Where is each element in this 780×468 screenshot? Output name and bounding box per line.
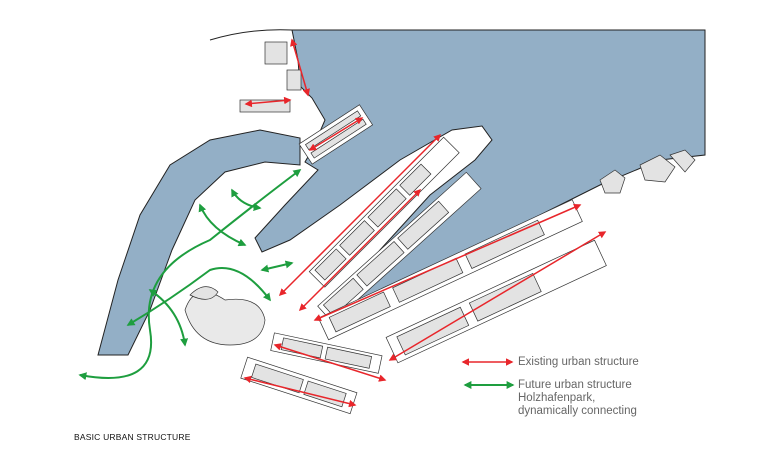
legend-future-line2: Holzhafenpark, — [518, 392, 596, 404]
caption: BASIC URBAN STRUCTURE — [74, 432, 191, 442]
park-island — [184, 291, 266, 346]
existing-structure-arrows — [243, 38, 607, 408]
legend-future-line1: Future urban structure — [518, 379, 632, 391]
legend-future-line3: dynamically connecting — [518, 405, 637, 417]
legend-existing-label: Existing urban structure — [518, 356, 639, 368]
legend-future-label: Future urban structure Holzhafenpark, dy… — [518, 379, 637, 418]
shoreline — [209, 29, 293, 41]
future-structure-arrows — [78, 169, 515, 389]
